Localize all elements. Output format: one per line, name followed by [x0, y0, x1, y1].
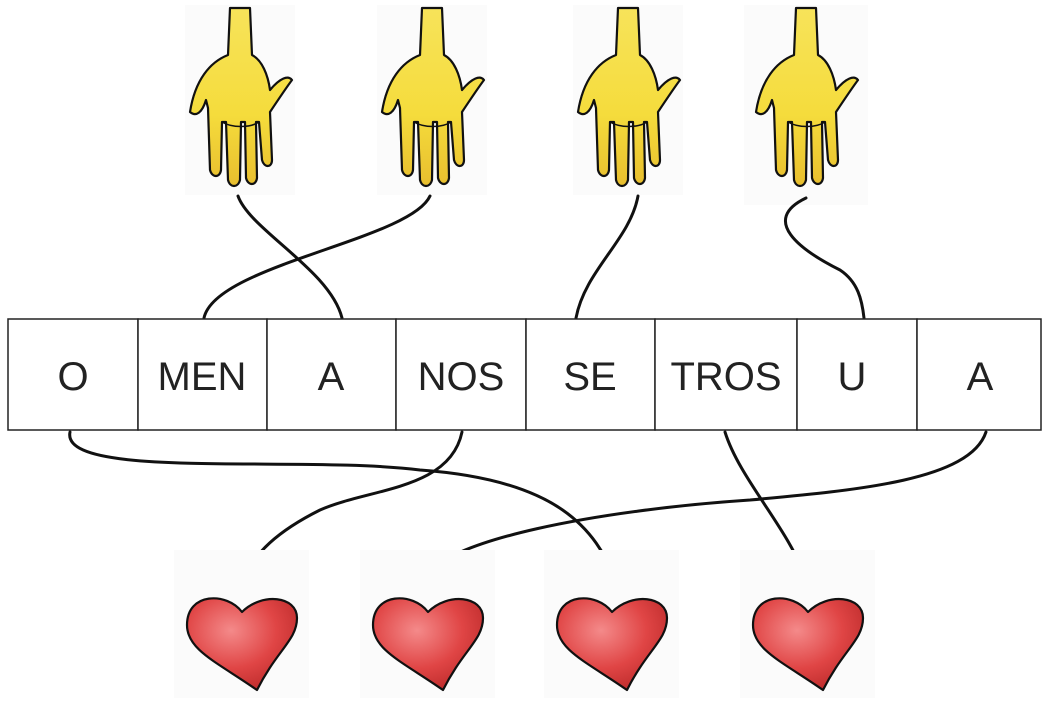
word-box[interactable] [796, 318, 918, 431]
connector-line [783, 196, 866, 320]
word-box[interactable] [916, 318, 1042, 431]
word-label: A [318, 355, 345, 399]
hand-icon[interactable] [573, 5, 683, 195]
word-label: O [57, 355, 88, 399]
heart-icon[interactable] [360, 550, 495, 698]
connector-line [202, 194, 432, 320]
word-box[interactable] [654, 318, 798, 431]
connector-line [236, 194, 344, 320]
word-box[interactable] [266, 318, 397, 431]
top-connector-lines [202, 194, 866, 320]
word-label: NOS [418, 355, 505, 399]
connector-line [574, 194, 640, 320]
connector-line [422, 430, 988, 582]
hand-icon[interactable] [185, 5, 295, 195]
word-label: SE [563, 355, 616, 399]
hands-row [185, 5, 868, 205]
heart-icon[interactable] [740, 550, 875, 698]
heart-icon[interactable] [174, 550, 309, 698]
word-box[interactable] [7, 318, 139, 431]
word-label: A [967, 355, 994, 399]
word-boxes-row: O MEN A NOS SE TROS U A [7, 318, 1042, 431]
hand-icon[interactable] [377, 5, 487, 195]
connector-line [68, 430, 618, 582]
word-label: MEN [158, 355, 247, 399]
word-label: TROS [670, 355, 781, 399]
word-box[interactable] [137, 318, 268, 431]
word-box[interactable] [395, 318, 527, 431]
word-label: U [838, 355, 867, 399]
hearts-row [174, 550, 875, 698]
hand-icon[interactable] [744, 5, 868, 205]
heart-icon[interactable] [544, 550, 679, 698]
word-box[interactable] [525, 318, 656, 431]
